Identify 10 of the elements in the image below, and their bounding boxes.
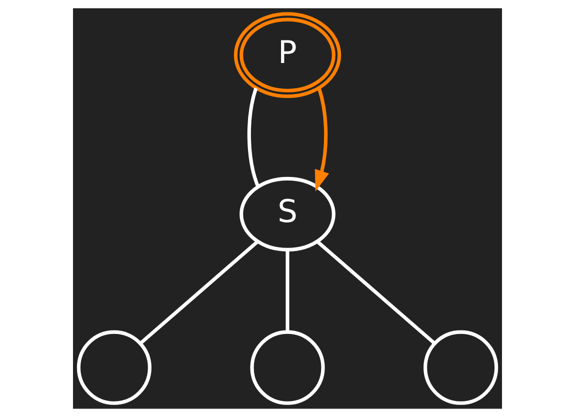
node-circle bbox=[250, 330, 324, 405]
connector bbox=[316, 240, 435, 344]
connector bbox=[246, 88, 260, 187]
connector bbox=[139, 240, 258, 344]
connector bbox=[285, 250, 289, 332]
node-ellipse: S bbox=[239, 176, 335, 252]
node-circle bbox=[76, 330, 151, 405]
arrow bbox=[314, 88, 329, 192]
node-ellipse: P bbox=[233, 12, 341, 98]
node-circle bbox=[423, 330, 498, 405]
